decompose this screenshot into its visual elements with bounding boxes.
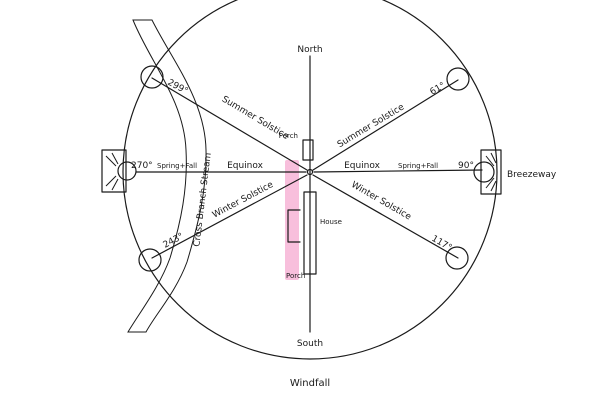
breezeway-marker: [480, 149, 502, 195]
sunset-equinox-marker: [101, 149, 137, 193]
ray-equinox-east: [313, 169, 483, 173]
ray-winter-west: [151, 174, 308, 259]
breezeway-label: Breezeway: [507, 170, 557, 180]
angle-w-note-label: Spring+Fall: [157, 162, 197, 170]
summer-west-label: Summer Solstice: [220, 95, 291, 143]
house-outline: [303, 191, 317, 275]
center-point: [306, 168, 314, 176]
angle-w-label: 270°: [131, 161, 153, 171]
porch-bottom-label: Porch: [286, 272, 305, 280]
south-label: South: [297, 339, 323, 349]
sunset-winter: [138, 248, 162, 272]
site-circle: [122, 0, 498, 360]
summer-east-label: Summer Solstice: [336, 102, 407, 150]
angle-sw-label: 243°: [162, 232, 186, 251]
equinox-east-label: Equinox: [344, 161, 381, 171]
ray-summer-west: [151, 77, 308, 171]
north-label: North: [297, 45, 322, 55]
ray-winter-east: [312, 174, 459, 259]
windfall-label: Windfall: [290, 378, 330, 389]
house-label: House: [320, 218, 342, 226]
winter-west-label: Winter Solstice: [211, 180, 276, 221]
angle-se-label: 117°: [430, 234, 454, 254]
ray-summer-east: [312, 79, 459, 171]
sunrise-equinox: [473, 161, 495, 183]
porch-bottom-outline: [287, 209, 301, 243]
sunrise-summer: [446, 67, 470, 91]
stream-shape: [127, 19, 207, 333]
sunset-summer: [140, 65, 164, 89]
porch-top-label: Porch: [279, 132, 298, 140]
house-band: [285, 160, 299, 280]
angle-e-note-label: Spring+Fall: [398, 162, 438, 170]
angle-e-label: 90°: [458, 161, 474, 171]
angle-ne-label: 61°: [429, 81, 448, 98]
sunrise-winter: [445, 246, 469, 270]
equinox-west-label: Equinox: [227, 161, 264, 171]
porch-top: [302, 139, 314, 161]
